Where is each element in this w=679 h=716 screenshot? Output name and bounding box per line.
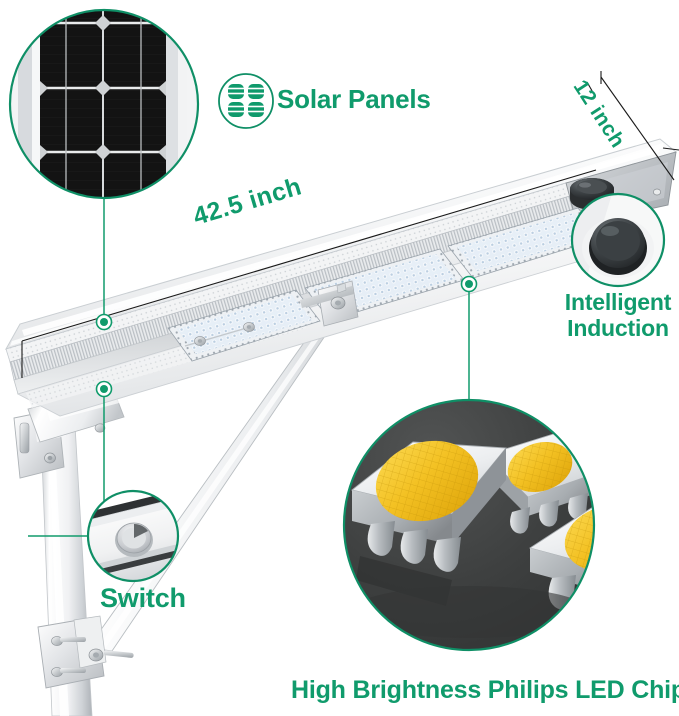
induction-label-line1: Intelligent: [564, 289, 672, 315]
solar-cell-icon: [218, 73, 274, 129]
arm-attachment: [300, 280, 359, 327]
solar-panels-label: Solar Panels: [277, 84, 431, 114]
dimension-length: [21, 169, 597, 378]
lower-bracket: [37, 615, 134, 689]
detail-circle-solar-panel: [8, 8, 200, 200]
motion-sensor-dome: [570, 178, 614, 210]
underside-screws: [184, 322, 255, 347]
led-chip-caption: High Brightness Philips LED Chip: [291, 676, 679, 704]
detail-circle-switch: [86, 489, 180, 583]
detail-circle-induction: [570, 192, 666, 288]
intelligent-induction-label: Intelligent Induction: [556, 289, 679, 341]
dimension-lines: [21, 71, 679, 378]
detail-circle-led-chip: [342, 398, 596, 652]
switch-label: Switch: [100, 583, 186, 613]
callout-anchor-dots: [95, 275, 478, 398]
induction-label-line2: Induction: [567, 315, 669, 341]
luminaire-body: [4, 138, 678, 417]
dimension-depth: [586, 71, 679, 181]
